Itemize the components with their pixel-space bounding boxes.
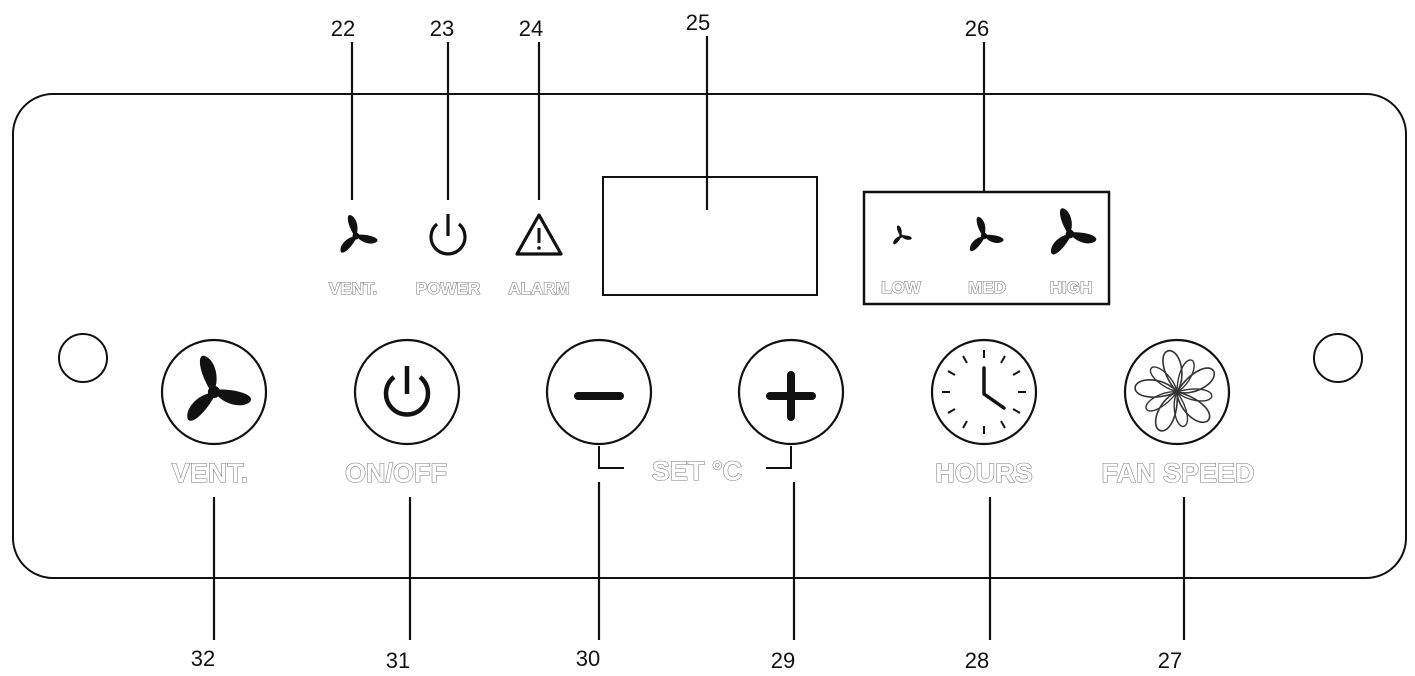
on-off-button-label: ON/OFF: [345, 458, 447, 488]
callout-31: 31: [386, 648, 410, 673]
vent-indicator-label: VENT.: [329, 279, 377, 298]
fan-speed-button-label: FAN SPEED: [1101, 458, 1254, 488]
callout-23: 23: [430, 16, 454, 41]
display-window: [602, 176, 818, 296]
fan-speed-indicator-box: [862, 190, 1111, 306]
on-off-power-icon: [383, 366, 431, 417]
vent-button[interactable]: [160, 338, 268, 446]
plus-button[interactable]: [737, 338, 845, 446]
callout-24: 24: [519, 16, 543, 41]
high-speed-label: HIGH: [1050, 278, 1093, 297]
set-bracket-left: [598, 446, 624, 469]
callout-22: 22: [331, 16, 355, 41]
vent-button-label: VENT.: [172, 458, 249, 488]
set-bracket-right: [766, 446, 792, 469]
med-speed-label: MED: [968, 278, 1006, 297]
fan-speed-button[interactable]: [1123, 338, 1231, 446]
hours-button[interactable]: [930, 338, 1038, 446]
panel-frame: [12, 93, 1407, 579]
power-indicator-label: POWER: [416, 279, 480, 298]
callout-28: 28: [965, 648, 989, 673]
minus-button[interactable]: [545, 338, 653, 446]
alarm-warning-triangle-icon: [515, 213, 563, 256]
callout-30: 30: [576, 646, 600, 671]
vent-indicator-fan-icon: [337, 215, 379, 254]
mounting-hole-left: [58, 333, 108, 383]
clock-icon: [942, 350, 1026, 434]
med-speed-fan-icon: [966, 216, 1005, 252]
mounting-hole-right: [1313, 333, 1363, 383]
low-speed-fan-icon: [891, 225, 913, 245]
hours-button-label: HOURS: [935, 458, 1033, 488]
power-indicator-icon: [429, 214, 467, 256]
low-speed-label: LOW: [881, 278, 922, 297]
on-off-button[interactable]: [353, 338, 461, 446]
callout-25: 25: [686, 10, 710, 35]
set-temperature-label: SET °C: [652, 456, 742, 486]
high-speed-fan-icon: [1046, 208, 1098, 256]
callout-32: 32: [191, 646, 215, 671]
callout-26: 26: [965, 16, 989, 41]
plus-icon: [766, 371, 816, 421]
callout-27: 27: [1158, 648, 1182, 673]
callout-29: 29: [771, 648, 795, 673]
alarm-indicator-label: ALARM: [508, 279, 569, 298]
